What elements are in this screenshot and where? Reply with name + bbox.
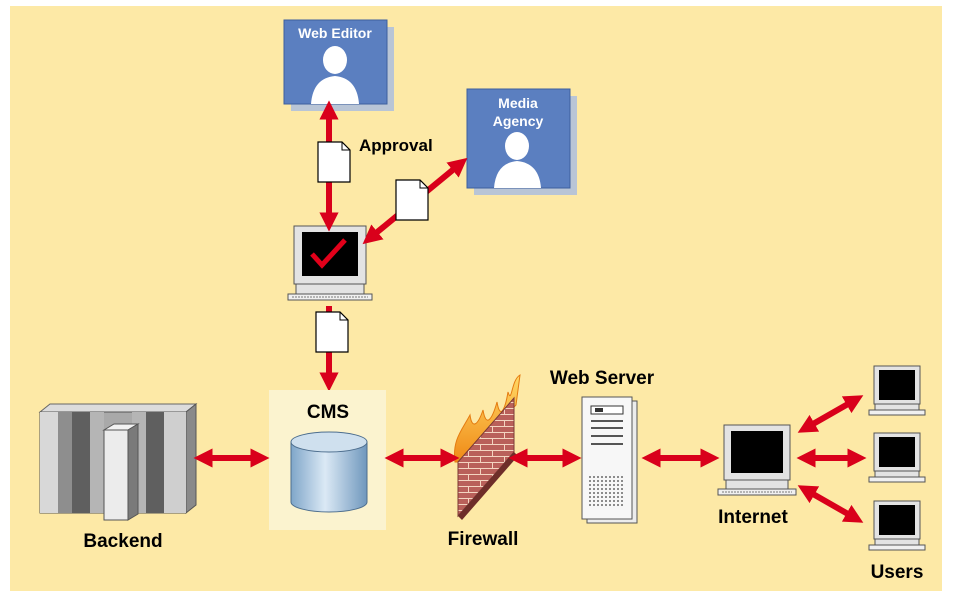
user-icon [311, 46, 359, 104]
firewall-label: Firewall [448, 529, 519, 550]
web-editor-label: Web Editor [298, 25, 372, 41]
users-label: Users [871, 562, 924, 583]
media-agency-label-line1: Media [498, 95, 538, 111]
approval-computer [287, 225, 373, 301]
cms-label: CMS [307, 402, 349, 423]
mainframe-icon [38, 402, 198, 521]
firewall-icon [453, 374, 521, 520]
document-icon [317, 141, 351, 183]
cms-node: CMS [269, 390, 386, 530]
server-tower-icon [581, 396, 638, 524]
internet-label: Internet [718, 507, 788, 528]
computer-checkmark-icon [287, 225, 373, 301]
computer-icon [868, 365, 926, 416]
users-node: Users [868, 365, 926, 583]
approval-label: Approval [359, 136, 433, 155]
firewall-node: Firewall [448, 374, 521, 550]
backend-label: Backend [83, 531, 162, 552]
internet-node: Internet [717, 424, 797, 528]
media-agency-label-line2: Agency [493, 113, 544, 129]
user-icon [494, 132, 541, 188]
arrow-internet-user-bottom [797, 485, 864, 523]
document-icon [315, 311, 349, 353]
media-agency-node: Media Agency [466, 88, 577, 195]
document-icon [395, 179, 429, 221]
web-server-label: Web Server [550, 368, 655, 389]
database-icon [290, 431, 368, 513]
computer-icon [868, 500, 926, 551]
computer-icon [717, 424, 797, 496]
backend-node: Backend [38, 402, 198, 552]
web-editor-node: Web Editor [283, 19, 394, 111]
web-server-node: Web Server [550, 368, 655, 524]
arrow-internet-user-top [797, 395, 864, 433]
computer-icon [868, 432, 926, 483]
